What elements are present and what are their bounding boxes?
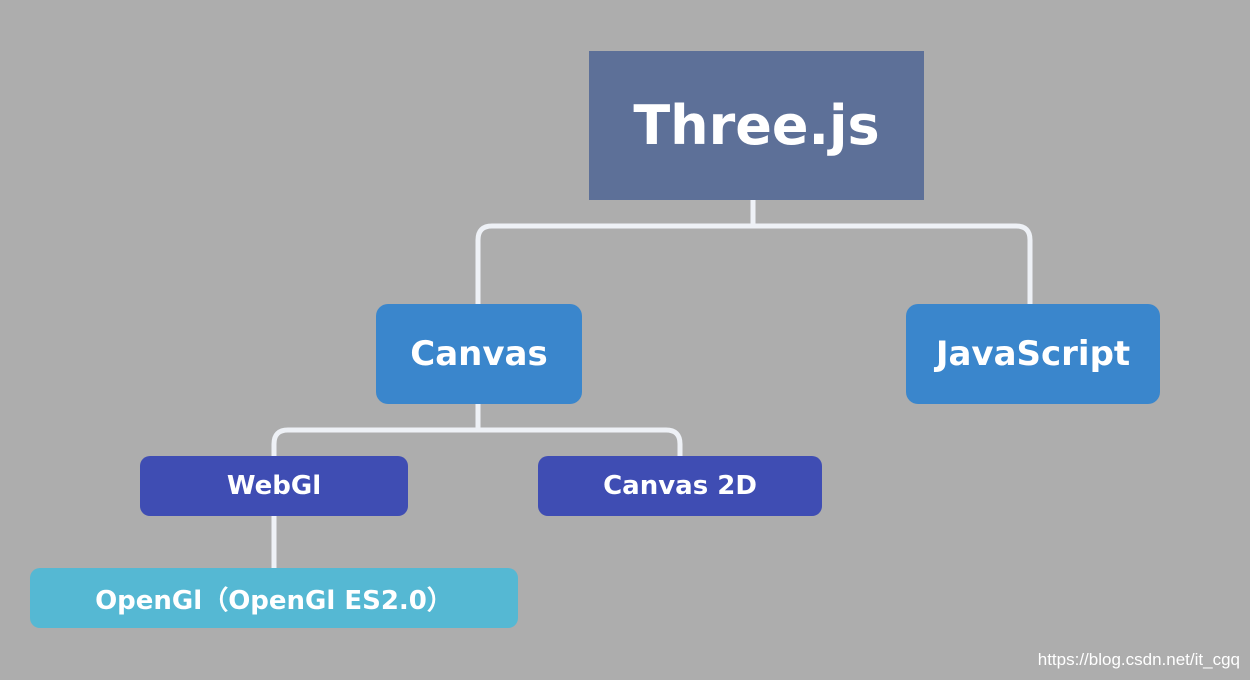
node-threejs: Three.js xyxy=(589,51,924,200)
node-canvas: Canvas xyxy=(376,304,582,404)
node-javascript: JavaScript xyxy=(906,304,1160,404)
node-opengl: OpenGl（OpenGl ES2.0） xyxy=(30,568,518,628)
node-threejs-label: Three.js xyxy=(633,94,880,157)
connector-threejs-to-javascript xyxy=(753,223,1033,304)
connector-threejs-to-canvas xyxy=(475,223,753,304)
node-webgl: WebGl xyxy=(140,456,408,516)
node-canvas-2d: Canvas 2D xyxy=(538,456,822,516)
node-opengl-label: OpenGl（OpenGl ES2.0） xyxy=(95,585,453,616)
node-canvas-2d-label: Canvas 2D xyxy=(603,471,757,501)
node-javascript-label: JavaScript xyxy=(935,334,1131,374)
connector-canvas-to-canvas2d xyxy=(478,427,683,456)
watermark: https://blog.csdn.net/it_cgq xyxy=(1037,650,1240,669)
connector-canvas-to-webgl xyxy=(271,427,478,456)
node-canvas-label: Canvas xyxy=(410,334,548,374)
node-webgl-label: WebGl xyxy=(226,471,322,501)
